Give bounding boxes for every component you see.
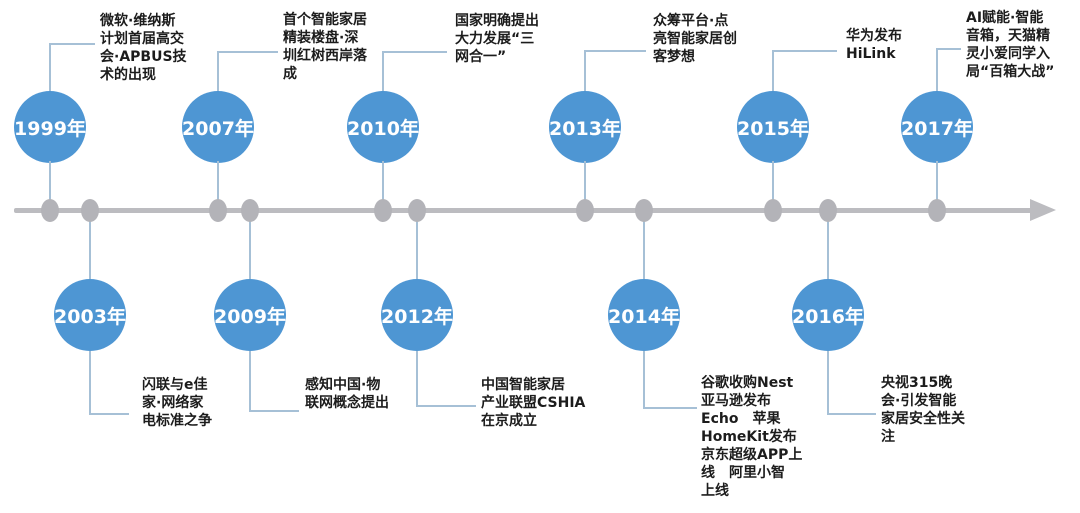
connector-elbow [416, 405, 476, 407]
connector-elbow [89, 413, 129, 415]
connector-line [584, 50, 586, 92]
axis-dot [928, 199, 946, 222]
connector-line [827, 351, 829, 413]
connector-line [382, 51, 384, 92]
connector-line [936, 48, 938, 92]
axis-dot [635, 199, 653, 222]
year-node-2017: 2017年 [901, 91, 973, 163]
connector-line [382, 161, 384, 211]
connector-elbow [382, 51, 447, 53]
connector-line [217, 51, 219, 92]
connector-line [249, 211, 251, 279]
connector-elbow [49, 43, 95, 45]
connector-line [49, 43, 51, 92]
event-text-2013: 众筹平台·点 亮智能家居创 客梦想 [653, 13, 737, 65]
connector-line [936, 161, 938, 211]
connector-elbow [217, 51, 278, 53]
event-text-2007: 首个智能家居 精装楼盘·深 圳红树西岸落 成 [283, 12, 367, 82]
axis-dot [209, 199, 227, 222]
axis-dot [576, 199, 594, 222]
connector-line [49, 161, 51, 211]
connector-line [772, 50, 774, 92]
connector-elbow [584, 50, 646, 52]
axis-arrow-icon [1030, 199, 1056, 221]
connector-elbow [936, 48, 961, 50]
year-node-2003: 2003年 [54, 279, 126, 351]
axis-dot [408, 199, 426, 222]
event-text-1999: 微软·维纳斯 计划首届高交 会·APBUS技 术的出现 [100, 13, 187, 83]
year-node-1999: 1999年 [14, 91, 86, 163]
year-node-2012: 2012年 [381, 279, 453, 351]
event-text-2010: 国家明确提出 大力发展“三 网合一” [455, 13, 539, 65]
event-text-2017: AI赋能·智能 音箱，天猫精 灵小爱同学入 局“百箱大战” [966, 10, 1055, 80]
connector-line [249, 351, 251, 410]
event-text-2016: 央视315晚 会·引发智能 家居安全性关 注 [881, 375, 965, 445]
connector-line [827, 211, 829, 279]
year-node-2009: 2009年 [214, 279, 286, 351]
connector-line [416, 211, 418, 279]
year-node-2013: 2013年 [549, 91, 621, 163]
connector-line [217, 161, 219, 211]
axis-dot [374, 199, 392, 222]
connector-elbow [249, 410, 299, 412]
event-text-2009: 感知中国·物 联网概念提出 [305, 377, 389, 411]
connector-elbow [772, 50, 837, 52]
connector-elbow [643, 407, 697, 409]
connector-line [643, 351, 645, 407]
axis-dot [41, 199, 59, 222]
axis-dot [81, 199, 99, 222]
connector-line [584, 161, 586, 211]
year-node-2007: 2007年 [182, 91, 254, 163]
connector-line [643, 211, 645, 279]
connector-line [89, 351, 91, 413]
event-text-2015: 华为发布 HiLink [846, 28, 902, 62]
connector-line [772, 161, 774, 211]
year-node-2016: 2016年 [792, 279, 864, 351]
event-text-2003: 闪联与e佳 家·网络家 电标准之争 [142, 377, 212, 429]
year-node-2010: 2010年 [347, 91, 419, 163]
event-text-2012: 中国智能家居 产业联盟CSHIA 在京成立 [481, 377, 586, 429]
event-text-2014: 谷歌收购Nest 亚马逊发布 Echo 苹果 HomeKit发布 京东超级APP… [701, 375, 803, 499]
connector-elbow [827, 413, 876, 415]
connector-line [416, 351, 418, 405]
axis-dot [819, 199, 837, 222]
year-node-2015: 2015年 [737, 91, 809, 163]
connector-line [89, 211, 91, 279]
timeline-axis [14, 208, 1034, 213]
axis-dot [241, 199, 259, 222]
axis-dot [764, 199, 782, 222]
year-node-2014: 2014年 [608, 279, 680, 351]
